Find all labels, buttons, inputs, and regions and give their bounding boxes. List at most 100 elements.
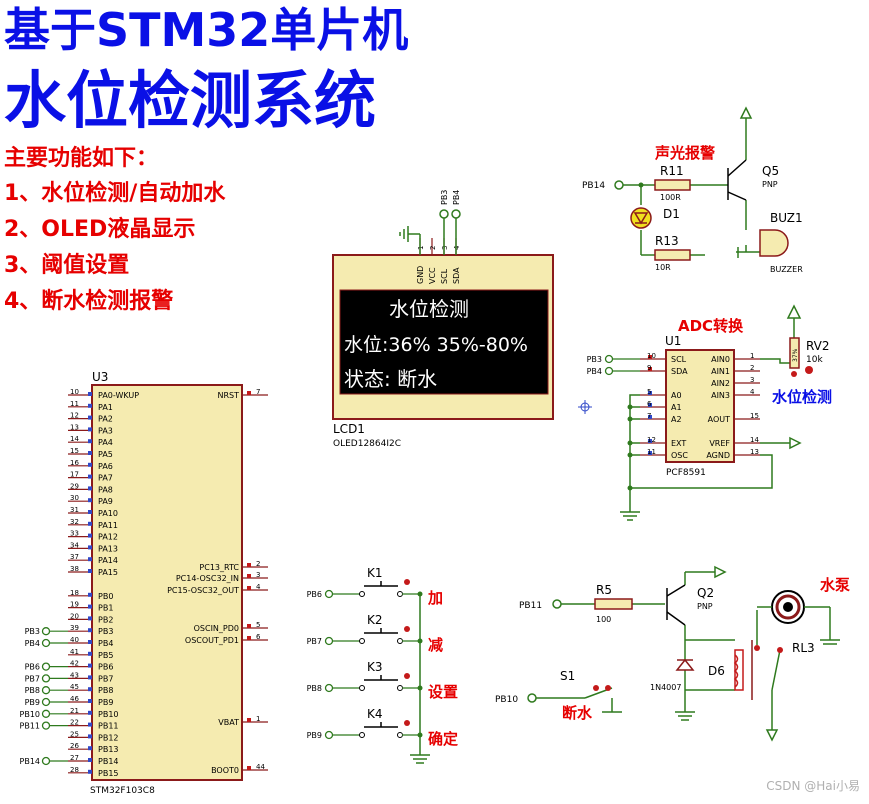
- adc-net-terminal: [604, 354, 614, 364]
- mcu-body: [91, 384, 243, 781]
- mcu-pin-number: 2: [256, 560, 260, 568]
- mcu-pin-state: [88, 663, 92, 668]
- mcu-pin-state: [88, 392, 92, 396]
- relay-ref: RL3: [792, 641, 815, 655]
- relay-coil: [733, 640, 753, 700]
- mcu-pin-state: [88, 498, 92, 503]
- oled-pin-name: SCL: [440, 268, 449, 284]
- mcu-pin-state: [88, 569, 92, 573]
- mcu-net-label: PB14: [20, 757, 41, 766]
- adc-pin-number: 12: [647, 436, 656, 444]
- mcu-pin-number: 26: [70, 742, 79, 750]
- mcu-pin-state: [88, 415, 92, 420]
- mcu-pin-name: PB10: [98, 710, 119, 719]
- key-ref: K3: [367, 660, 383, 674]
- mcu-pin-number: 5: [256, 621, 260, 629]
- mcu-pin-number: 30: [70, 494, 79, 502]
- mcu-pin-state: [88, 699, 92, 703]
- key-net-terminal: [324, 683, 334, 693]
- key-contact: [359, 591, 365, 597]
- adc-pin-name: AGND: [706, 451, 730, 460]
- mcu-pin-name: PA5: [98, 450, 113, 459]
- mcu-net-label: PB10: [20, 710, 41, 719]
- pump-motor-icon: [757, 590, 840, 645]
- adc-pin-name: AIN0: [711, 355, 730, 364]
- mcu-pin-number: 33: [70, 530, 79, 538]
- mcu-pin-number: 45: [70, 683, 79, 691]
- r13-ref: R13: [655, 234, 679, 248]
- adc-pin-state: [648, 403, 652, 407]
- key-label-ok: 确定: [428, 730, 458, 748]
- mcu-pin-number: 21: [70, 707, 79, 715]
- title-line1: 基于STM32单片机: [4, 3, 408, 57]
- mcu-pin-state: [247, 636, 251, 640]
- mcu-pin-state: [88, 616, 92, 621]
- d6-part: 1N4007: [650, 683, 681, 692]
- adc-net-label: PB3: [587, 355, 602, 364]
- mcu-pin-state: [88, 439, 92, 444]
- mcu-pin-number: 18: [70, 589, 79, 597]
- mcu-net-terminal: [41, 709, 51, 718]
- oled-pin-number: 2: [429, 246, 437, 250]
- mcu-pin-state: [88, 722, 92, 727]
- oled-net-terminals: PB3 PB4: [439, 190, 461, 255]
- pump-label: 水泵: [820, 576, 850, 594]
- adc-pin-number: 7: [647, 412, 651, 420]
- relay-contacts: [756, 610, 781, 730]
- buzzer-ref: BUZ1: [770, 211, 803, 225]
- mcu-pin-name: PA8: [98, 485, 113, 494]
- key-ref: K2: [367, 613, 383, 627]
- mcu-pin-name: PB6: [98, 663, 113, 672]
- alarm-circuit[interactable]: 声光报警 PB14 R11 100R D1 R13 10R: [582, 106, 803, 274]
- key-net-label: PB7: [307, 637, 322, 646]
- title-line2: 水位检测系统: [4, 64, 376, 137]
- adc-pin-state: [648, 451, 652, 455]
- adc-pin-name: A1: [671, 403, 682, 412]
- key-state-dot: [404, 626, 410, 632]
- adc-pin-name: AIN3: [711, 391, 730, 400]
- mcu-pin-state: [247, 391, 251, 395]
- mcu-pin-state: [88, 758, 92, 762]
- mcu-pin-state: [247, 563, 251, 567]
- adc-pin-state: [648, 439, 652, 443]
- water-cut-switch[interactable]: PB10 S1 断水: [495, 669, 622, 722]
- mcu-net-label: PB3: [25, 627, 40, 636]
- mcu-net-terminal: [41, 638, 51, 648]
- mcu-pin-number: 6: [256, 633, 261, 641]
- mcu-pin-name: PB14: [98, 757, 119, 766]
- oled-line-1: 水位检测: [389, 297, 469, 321]
- pump-circuit[interactable]: PB11 R5 100 Q2 PNP D6: [519, 565, 850, 742]
- adc-pin-name: VREF: [709, 439, 730, 448]
- r11-ref: R11: [660, 164, 684, 178]
- oled-pin-name: GND: [416, 266, 425, 284]
- key-net-terminal: [324, 730, 334, 740]
- mcu-pin-state: [88, 592, 92, 597]
- oled-pin-name: SDA: [452, 267, 461, 284]
- pot-value: 10k: [806, 355, 823, 365]
- pot-mark: 37%: [792, 348, 799, 362]
- adc-pin-number: 10: [647, 352, 656, 360]
- key-contact: [397, 732, 403, 738]
- oled-module[interactable]: 水位检测 水位:36% 35%-80% 状态: 断水 LCD1 OLED1286…: [332, 190, 554, 449]
- key-contact: [359, 638, 365, 644]
- potentiometer-rv2[interactable]: 37% RV2 10k 水位检测: [772, 304, 832, 406]
- mcu-pin-name: PC13_RTC: [199, 563, 239, 572]
- mcu-pin-state: [88, 687, 92, 692]
- mcu-net-terminal: [41, 756, 51, 766]
- mcu-pin-number: 39: [70, 624, 79, 632]
- feature-item-2: 2、OLED液晶显示: [4, 216, 195, 242]
- buzzer-part: BUZZER: [770, 265, 803, 274]
- mcu-pin-name: PA6: [98, 462, 113, 471]
- mcu-pin-state: [88, 533, 92, 538]
- oled-line-3: 状态: 断水: [344, 367, 437, 391]
- mcu-pin-name: PA14: [98, 556, 118, 565]
- mcu-pin-name: PB15: [98, 769, 119, 778]
- mcu-pin-name: PB7: [98, 674, 113, 683]
- mcu-pin-number: 41: [70, 648, 79, 656]
- mcu-pin-name: BOOT0: [211, 766, 239, 775]
- adc-pin-number: 2: [750, 364, 754, 372]
